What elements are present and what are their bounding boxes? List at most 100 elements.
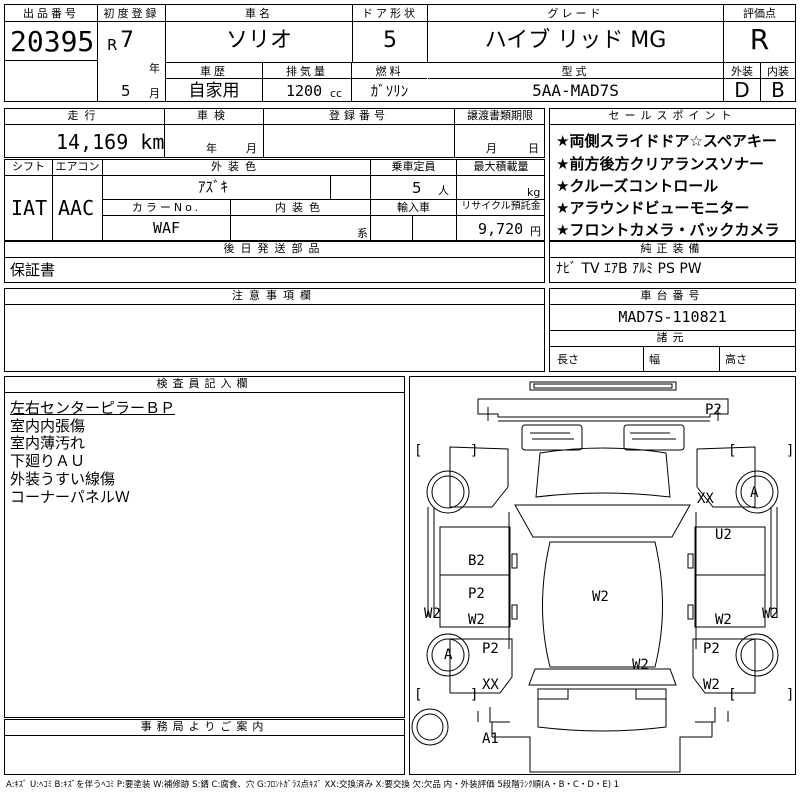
disp-unit: cc — [330, 87, 343, 100]
reg-month: 5 — [121, 82, 131, 100]
office-label: 事務局よりご案内 — [140, 720, 269, 733]
recycle-fee: 9,720 — [478, 220, 524, 238]
docs-day-unit: 日 — [528, 142, 539, 155]
door-count: 5 — [383, 28, 397, 53]
later-parts-label: 後日発送部品 — [223, 242, 326, 255]
lot-label: 出品番号 — [5, 5, 97, 22]
model-code: 5AA-MAD7S — [532, 81, 619, 100]
capacity: 5 — [412, 179, 422, 197]
inspector-line: 外装うすい線傷 — [10, 470, 116, 488]
car-name: ソリオ — [225, 28, 292, 53]
lot-number: 20395 — [10, 25, 95, 58]
recycle-label: リサイクル預託金 — [461, 201, 541, 212]
length-label: 長さ — [557, 353, 579, 366]
inspector-line: 左右センターピラーＢＰ — [10, 399, 176, 417]
color-label: 外装色 — [211, 160, 262, 173]
chassis-number: MAD7S-110821 — [618, 308, 727, 326]
history: 自家用 — [188, 81, 240, 101]
car-outline-svg — [411, 381, 779, 773]
damage-mark: W2 — [632, 657, 649, 673]
int-score: B — [771, 78, 785, 102]
notes-box — [4, 288, 545, 372]
import-label: 輸入車 — [397, 201, 430, 214]
damage-mark: W2 — [424, 606, 441, 622]
damage-mark: P2 — [703, 641, 720, 657]
capacity-label: 乗車定員 — [391, 160, 436, 173]
damage-mark: W2 — [703, 677, 720, 693]
inspection-year-unit: 年 — [206, 142, 217, 155]
bracket: ] — [470, 443, 479, 459]
spec-table — [4, 159, 545, 241]
width-label: 幅 — [649, 353, 660, 366]
score-label: 評価点 — [724, 5, 795, 22]
later-parts-value: 保証書 — [10, 261, 56, 279]
inspector-line: 下廻りＡＵ — [10, 452, 86, 470]
notes-label: 注意事項欄 — [232, 289, 317, 302]
legend: A:ｷｽﾞ U:ﾍｺﾐ B:ｷｽﾞを伴うﾍｺﾐ P:要塗装 W:補修跡 S:錆 … — [6, 780, 620, 790]
first-reg-label: 初度登録 — [98, 5, 165, 22]
mileage: 14,169 km — [56, 130, 165, 154]
history-label: 車歴 — [166, 63, 262, 79]
capacity-unit: 人 — [438, 184, 449, 197]
ac-label: エアコン — [55, 160, 100, 173]
damage-mark: B2 — [468, 553, 485, 569]
chassis-label: 車台番号 — [640, 289, 705, 302]
damage-mark: P2 — [705, 402, 722, 418]
inspector-line: 室内内張傷 — [10, 417, 86, 435]
bracket: [ — [728, 443, 737, 459]
month-unit: 月 — [149, 87, 160, 100]
equipment-value: ﾅﾋﾞ TV ｴｱB ｱﾙﾐ PS PW — [556, 261, 702, 277]
inspector-line: コーナーパネルＷ — [10, 488, 130, 506]
damage-mark: W2 — [762, 606, 779, 622]
color-no-label: カラーNo. — [131, 201, 202, 214]
docs-month-unit: 月 — [486, 142, 497, 155]
bracket: ] — [786, 443, 795, 459]
door-label: ドア形状 — [353, 5, 427, 22]
bracket: ] — [786, 687, 795, 703]
height-label: 高さ — [725, 353, 747, 366]
bracket: [ — [414, 443, 423, 459]
sales-points-label: セールスポイント — [608, 109, 737, 122]
shift: IAT — [11, 196, 48, 220]
max-load-label: 最大積載量 — [473, 160, 529, 173]
fuel: ｶﾞｿﾘﾝ — [370, 82, 409, 100]
damage-mark: U2 — [715, 527, 732, 543]
mileage-label: 走行 — [67, 109, 102, 122]
damage-mark: W2 — [715, 612, 732, 628]
sales-point-item: ★アラウンドビューモニター — [556, 199, 750, 217]
dims-label: 諸元 — [656, 331, 689, 344]
sales-point-item: ★前方後方クリアランスソナー — [556, 155, 765, 173]
inspector-box — [4, 376, 405, 718]
damage-mark: XX — [697, 491, 714, 507]
header-table — [4, 4, 796, 102]
inspection-month-unit: 月 — [246, 142, 257, 155]
int-score-label: 内装 — [761, 63, 795, 79]
name-label: 車名 — [166, 5, 352, 22]
ext-score-label: 外装 — [724, 63, 760, 79]
damage-mark: W2 — [468, 612, 485, 628]
later-parts-box — [4, 241, 545, 283]
body-color: ｱｽﾞｷ — [198, 178, 229, 196]
int-color-unit: 系 — [357, 227, 368, 240]
damage-mark: XX — [482, 677, 499, 693]
shift-label: シフト — [12, 160, 45, 173]
inspection-label: 車検 — [197, 109, 231, 122]
mileage-table — [4, 108, 545, 158]
bracket: [ — [414, 687, 423, 703]
fuel-label: 燃料 — [352, 63, 427, 79]
sales-point-item: ★両側スライドドア☆スペアキー — [556, 132, 777, 150]
reg-no-label: 登録番号 — [329, 109, 389, 122]
docs-deadline-label: 譲渡書類期限 — [467, 109, 533, 122]
reg-year: 7 — [120, 28, 134, 53]
disp-label: 排気量 — [263, 63, 351, 79]
sales-point-item: ★クルーズコントロール — [556, 177, 719, 195]
equipment-label: 純正装備 — [640, 242, 705, 255]
office-box — [4, 719, 405, 775]
damage-mark: A1 — [482, 731, 499, 747]
damage-mark: P2 — [468, 586, 485, 602]
sales-point-item: ★フロントカメラ・バックカメラ — [556, 221, 780, 239]
year-unit: 年 — [149, 62, 160, 75]
color-no: WAF — [152, 219, 181, 237]
max-load-unit: kg — [527, 186, 541, 199]
sales-points-box — [549, 108, 796, 241]
